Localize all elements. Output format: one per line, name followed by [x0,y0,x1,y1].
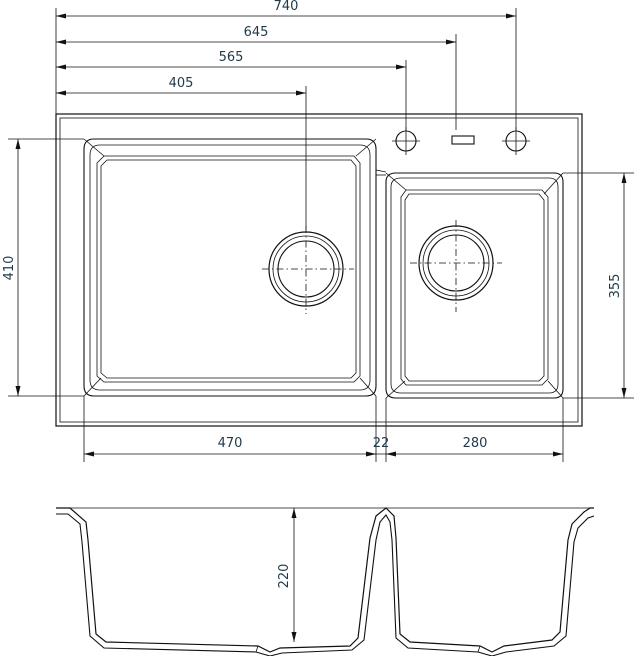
tap-hole-right-icon [502,127,530,155]
second-drain-icon [410,220,502,312]
tap-hole-left-icon [392,127,420,155]
dim-label-565: 565 [219,50,244,65]
sink-section-view [56,507,595,656]
dim-label-740: 740 [274,0,299,14]
section-dimension: 220 [277,508,297,642]
dim-label-470: 470 [218,436,243,451]
dim-label-355: 355 [608,274,623,299]
dim-label-410: 410 [2,256,17,281]
overflow-slot-icon [451,135,475,145]
sink-plan-view [55,113,583,427]
dim-label-22: 22 [373,436,390,451]
sink-outline [55,113,583,427]
bottom-dimensions: 470 22 280 [83,396,564,462]
dim-label-220: 220 [277,564,292,589]
dim-label-645: 645 [244,25,269,40]
top-dimensions: 740 645 565 405 [55,0,517,230]
dim-label-405: 405 [169,76,194,91]
sink-rim [59,117,579,423]
second-bowl [385,172,564,399]
bowl-divider [375,169,387,176]
dim-label-280: 280 [463,436,488,451]
main-bowl [83,138,377,397]
side-dimensions: 410 355 [2,138,634,399]
main-drain-icon [262,226,354,314]
